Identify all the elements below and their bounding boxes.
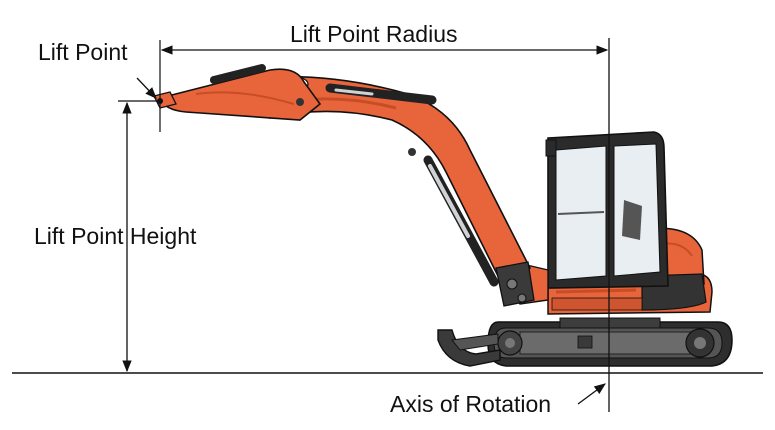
lift-point-pointer [136,77,157,99]
upper-body [547,227,713,315]
axis-pointer [577,383,606,405]
undercarriage [487,317,733,367]
lift-point-label: Lift Point [38,39,128,65]
lift-point-height-label: Lift Point Height [34,223,197,249]
operator-cab [545,131,669,289]
arm-cylinder [210,64,437,105]
axis-of-rotation-label: Axis of Rotation [390,391,551,417]
lift-point-radius-label: Lift Point Radius [290,21,457,47]
coupler [495,261,535,307]
boom-cylinder [423,155,499,287]
dozer-blade [437,329,501,367]
excavator-illustration [153,64,733,367]
